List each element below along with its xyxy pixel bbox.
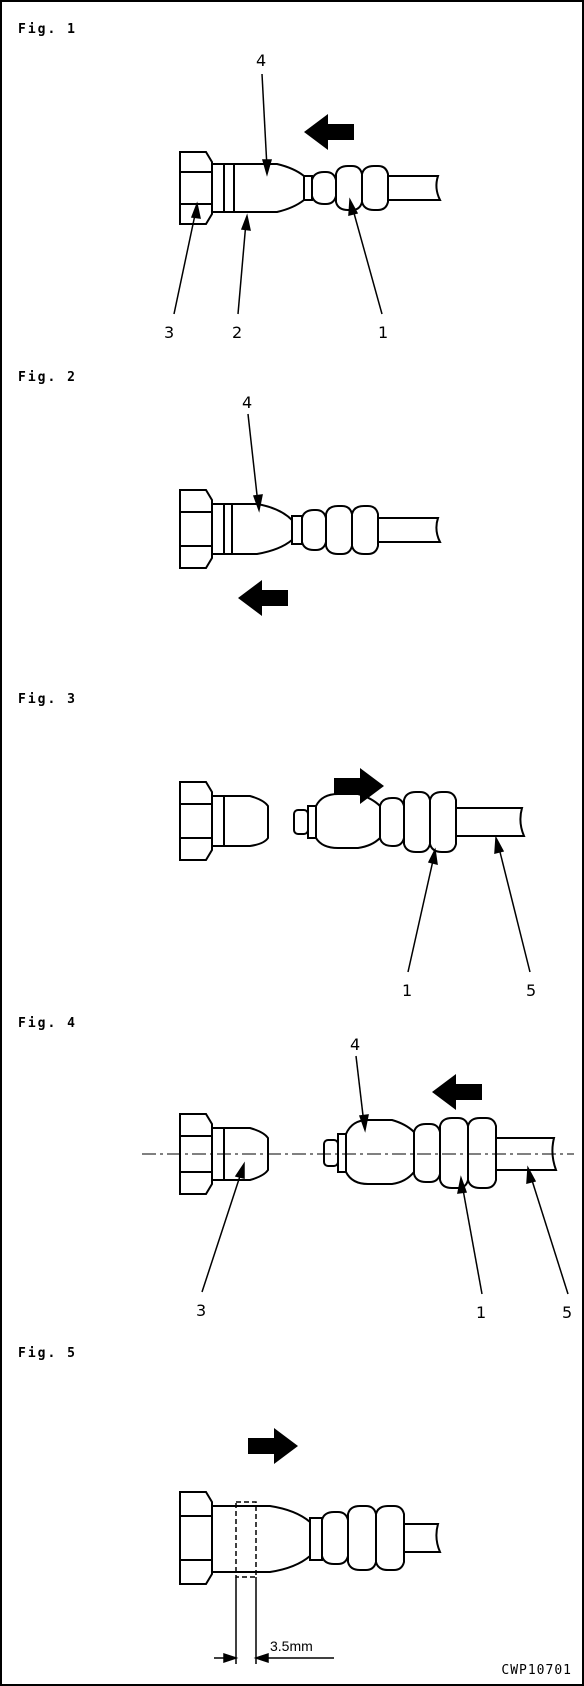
fig1-callout-4: 4 [256, 51, 266, 70]
fig1-tube [388, 176, 440, 200]
fig1-grip-2 [336, 166, 362, 210]
fig4-direction-arrow [432, 1074, 482, 1110]
fig5-fitting-assembly [180, 1492, 440, 1584]
fig1-label: Fig. 1 [18, 22, 77, 37]
fig5-dimension [214, 1577, 334, 1664]
fig3-nut-side [180, 782, 268, 860]
fig4-callout-4: 4 [350, 1035, 360, 1054]
fig4-callout-5: 5 [562, 1303, 572, 1322]
fig1-sleeve [224, 164, 304, 212]
fig1-callout-2: 2 [232, 323, 242, 342]
fig1-grip-1 [312, 172, 336, 204]
fig1-callout-1: 1 [378, 323, 388, 342]
fig1-drawing: 4 3 2 1 [164, 51, 584, 342]
fig4-callout-3: 3 [196, 1301, 206, 1320]
fig1-leaders [174, 74, 382, 314]
fig5-drawing: 3.5mm [2, 1428, 584, 1686]
fig5-label: Fig. 5 [18, 1346, 77, 1361]
fig3-callout-1: 1 [402, 981, 412, 1000]
fig2-leaders [248, 414, 263, 513]
fig2-label: Fig. 2 [18, 370, 77, 385]
fig5-direction-arrow [248, 1428, 298, 1464]
fig1-fitting-assembly [180, 152, 440, 224]
fig3-direction-arrow [334, 768, 384, 804]
fig2-sleeve [224, 504, 292, 554]
fig1-grip-3 [362, 166, 388, 210]
fig5-hidden-insertion-edge [236, 1502, 256, 1577]
fig3-drawing: 1 5 [2, 768, 536, 1000]
fig3-hose-side [294, 792, 524, 852]
fig1-callout-3: 3 [164, 323, 174, 342]
figure-code: CWP10701 [501, 1663, 572, 1678]
fig3-leaders [408, 835, 530, 972]
fig4-drawing: 4 3 1 5 [2, 1035, 584, 1322]
fig2-drawing: 4 [2, 393, 584, 616]
fig5-sleeve [212, 1506, 310, 1572]
fig2-direction-arrow [238, 580, 288, 616]
fig1-direction-arrow [304, 114, 354, 150]
fig4-hose-side [324, 1118, 556, 1188]
fig3-label: Fig. 3 [18, 692, 77, 707]
fig4-nut-side [180, 1114, 268, 1194]
fig3-callout-5: 5 [526, 981, 536, 1000]
fig5-dimension-value: 3.5mm [270, 1638, 313, 1654]
fig4-label: Fig. 4 [18, 1016, 77, 1031]
fig4-leaders [202, 1056, 568, 1294]
fig4-callout-1: 1 [476, 1303, 486, 1322]
fig2-fitting-assembly [180, 490, 440, 568]
fig1-hex-nut [180, 152, 212, 224]
fig2-callout-4: 4 [242, 393, 252, 412]
